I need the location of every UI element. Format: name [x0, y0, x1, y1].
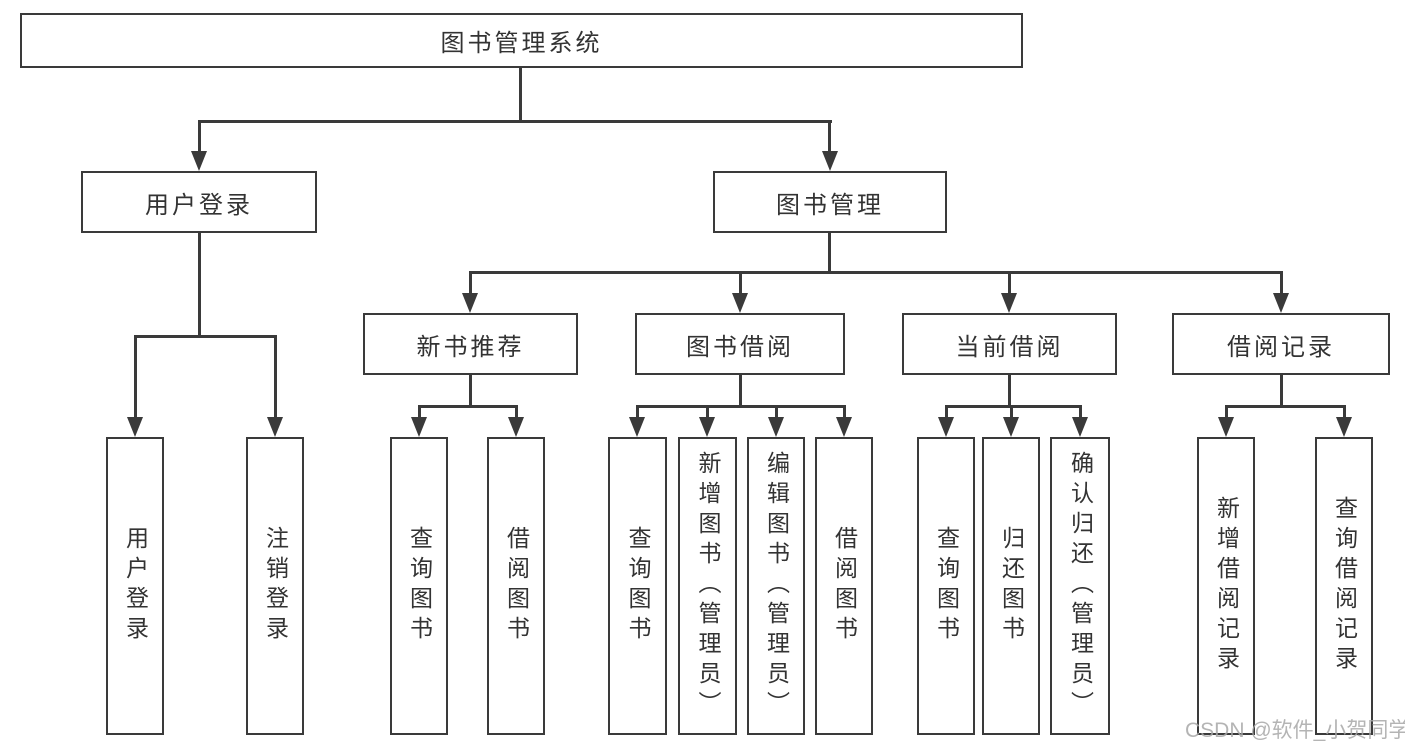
leaf-br-add-record-label: 新增借阅记录 — [1213, 496, 1240, 676]
arrowhead-br-query — [1336, 417, 1352, 437]
connector-drop-br-query — [1343, 405, 1346, 419]
node-new-book-recommend: 新书推荐 — [363, 313, 578, 375]
leaf-nb-query-books-label: 查询图书 — [406, 526, 433, 646]
leaf-cb-return-books: 归还图书 — [982, 437, 1040, 735]
connector-drop-br-add — [1225, 405, 1228, 419]
connector-drop-bb-query — [636, 405, 639, 419]
leaf-bb-query-books: 查询图书 — [608, 437, 667, 735]
leaf-cb-return-books-label: 归还图书 — [998, 526, 1025, 646]
connector-borrow-record-stem — [1280, 375, 1283, 407]
node-book-borrow: 图书借阅 — [635, 313, 845, 375]
arrowhead-leaf-logout — [267, 417, 283, 437]
connector-level3-rail — [469, 271, 1282, 274]
connector-user-login-rail — [134, 335, 277, 338]
arrowhead-nb-query — [411, 417, 427, 437]
leaf-bb-add-books-admin: 新增图书（管理员） — [678, 437, 737, 735]
csdn-watermark: CSDN @软件_小贺同学 — [1185, 719, 1405, 742]
connector-drop-book-borrow — [739, 271, 742, 295]
connector-borrow-record-rail — [1225, 405, 1346, 408]
arrowhead-borrow-record — [1273, 293, 1289, 313]
leaf-nb-query-books: 查询图书 — [390, 437, 448, 735]
leaf-logout: 注销登录 — [246, 437, 304, 735]
arrowhead-bb-add — [699, 417, 715, 437]
leaf-bb-edit-books-admin-label: 编辑图书（管理员） — [763, 451, 790, 721]
connector-drop-current-borrow — [1008, 271, 1011, 295]
connector-drop-bb-add — [706, 405, 709, 419]
leaf-cb-query-books-label: 查询图书 — [933, 526, 960, 646]
arrowhead-book-borrow — [732, 293, 748, 313]
connector-book-borrow-stem — [739, 375, 742, 407]
leaf-br-add-record: 新增借阅记录 — [1197, 437, 1255, 735]
connector-level2-rail — [198, 120, 832, 123]
arrowhead-bb-query — [629, 417, 645, 437]
connector-drop-cb-confirm — [1079, 405, 1082, 419]
node-borrow-record: 借阅记录 — [1172, 313, 1390, 375]
connector-user-login-stem — [198, 233, 201, 337]
node-book-management: 图书管理 — [713, 171, 947, 233]
connector-drop-bb-borrow — [843, 405, 846, 419]
leaf-nb-borrow-books: 借阅图书 — [487, 437, 545, 735]
arrowhead-br-add — [1218, 417, 1234, 437]
leaf-user-login: 用户登录 — [106, 437, 164, 735]
connector-current-borrow-stem — [1008, 375, 1011, 407]
arrowhead-bb-edit — [768, 417, 784, 437]
connector-drop-new-book — [469, 271, 472, 295]
leaf-bb-borrow-books-label: 借阅图书 — [831, 526, 858, 646]
node-current-borrow: 当前借阅 — [902, 313, 1117, 375]
leaf-cb-confirm-return-admin: 确认归还（管理员） — [1050, 437, 1110, 735]
connector-drop-leaf-user-login — [134, 335, 137, 419]
connector-root-stem — [519, 66, 522, 123]
connector-drop-cb-return — [1010, 405, 1013, 419]
connector-drop-bb-edit — [775, 405, 778, 419]
arrowhead-cb-query — [938, 417, 954, 437]
leaf-cb-confirm-return-admin-label: 确认归还（管理员） — [1067, 451, 1094, 721]
leaf-bb-borrow-books: 借阅图书 — [815, 437, 873, 735]
leaf-bb-query-books-label: 查询图书 — [625, 526, 651, 646]
connector-new-book-rail — [418, 405, 518, 408]
node-user-login: 用户登录 — [81, 171, 317, 233]
connector-new-book-stem — [469, 375, 472, 407]
arrowhead-cb-confirm — [1072, 417, 1088, 437]
connector-drop-nb-query — [418, 405, 421, 419]
connector-drop-nb-borrow — [515, 405, 518, 419]
connector-drop-user-login — [198, 120, 201, 153]
connector-current-borrow-rail — [945, 405, 1082, 408]
arrowhead-book-mgmt — [822, 151, 838, 171]
node-root-library-system: 图书管理系统 — [20, 13, 1023, 68]
connector-drop-borrow-record — [1280, 271, 1283, 295]
arrowhead-leaf-user-login — [127, 417, 143, 437]
leaf-logout-label: 注销登录 — [262, 526, 289, 646]
connector-drop-leaf-logout — [274, 335, 277, 419]
leaf-bb-edit-books-admin: 编辑图书（管理员） — [747, 437, 805, 735]
leaf-nb-borrow-books-label: 借阅图书 — [503, 526, 530, 646]
leaf-bb-add-books-admin-label: 新增图书（管理员） — [695, 451, 721, 721]
arrowhead-user-login — [191, 151, 207, 171]
leaf-user-login-label: 用户登录 — [122, 526, 149, 646]
arrowhead-current-borrow — [1001, 293, 1017, 313]
arrowhead-new-book — [462, 293, 478, 313]
connector-book-borrow-rail — [636, 405, 846, 408]
arrowhead-bb-borrow — [836, 417, 852, 437]
connector-drop-book-mgmt — [828, 120, 831, 153]
leaf-br-query-record-label: 查询借阅记录 — [1331, 496, 1358, 676]
arrowhead-cb-return — [1003, 417, 1019, 437]
leaf-cb-query-books: 查询图书 — [917, 437, 975, 735]
connector-drop-cb-query — [945, 405, 948, 419]
connector-book-mgmt-stem — [828, 233, 831, 274]
leaf-br-query-record: 查询借阅记录 — [1315, 437, 1373, 735]
arrowhead-nb-borrow — [508, 417, 524, 437]
